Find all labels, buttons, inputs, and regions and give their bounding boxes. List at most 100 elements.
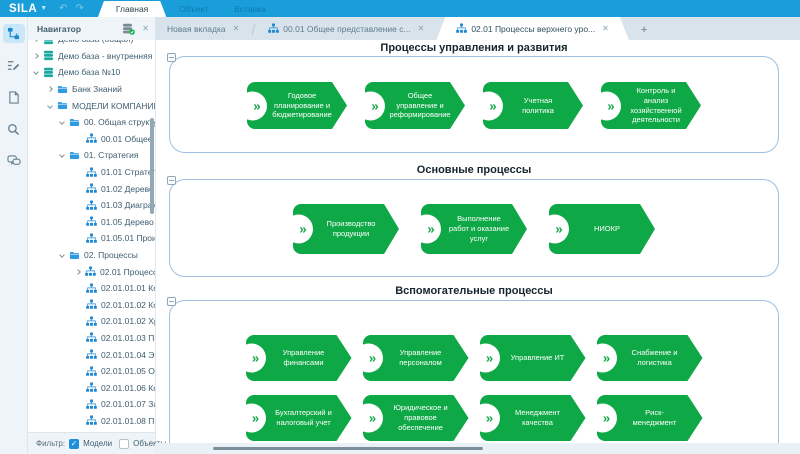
tree-item-folder[interactable]: МОДЕЛИ КОМПАНИИ <box>28 97 155 114</box>
process-block[interactable]: »Учетная политика <box>483 82 583 129</box>
new-tab-button[interactable]: + <box>640 24 648 36</box>
tree-item-folder[interactable]: 00. Общая структура <box>28 114 155 131</box>
canvas-hscrollbar-thumb[interactable] <box>213 447 483 450</box>
process-block[interactable]: »Управление персоналом <box>363 335 469 381</box>
db-icon <box>43 40 54 45</box>
tree-item-db[interactable]: Демо база (общая) <box>28 40 155 48</box>
process-group-container[interactable]: »Производство продукции »Выполнение работ… <box>167 176 779 277</box>
chevron-right-icon[interactable] <box>33 40 39 43</box>
chevron-down-icon[interactable] <box>59 152 65 159</box>
objects-icon[interactable] <box>3 56 25 75</box>
filter-checkbox-unchecked[interactable] <box>119 438 130 449</box>
chevron-right-icon[interactable] <box>75 268 81 275</box>
process-section: Основные процессы»Производство продукции… <box>167 164 800 277</box>
process-block[interactable]: »Выполнение работ и оказание услуг <box>421 204 527 254</box>
process-chevrons-icon: » <box>238 91 267 120</box>
tree-item-folder[interactable]: 01. Стратегия <box>28 147 155 164</box>
tree-item-folder[interactable]: 02. Процессы <box>28 247 155 264</box>
tree-item-folder[interactable]: Банк Знаний <box>28 81 155 98</box>
ribbon-tab-inactive[interactable]: Объект <box>179 4 209 14</box>
process-block[interactable]: »Риск-менеджмент <box>597 395 703 441</box>
navigator-scrollbar[interactable] <box>150 118 154 214</box>
tree-item-label: 01.01 Стратегия компании <box>101 167 155 178</box>
chevron-down-icon[interactable] <box>33 69 39 76</box>
chevron-down-icon[interactable] <box>59 252 65 258</box>
process-block-label: Годовое планирование и бюджетирование <box>272 90 332 120</box>
doc-tab[interactable]: Новая вкладка✕ <box>155 17 251 40</box>
tree-item-model[interactable]: 02.01.01.04 Экспорт <box>28 346 155 363</box>
process-block-label: Общее управление и реформирование <box>389 90 451 120</box>
tree-item-model[interactable]: 01.02 Дерево целей <box>28 180 155 197</box>
navigator-close-icon[interactable]: ✕ <box>142 24 149 33</box>
process-block[interactable]: »Бухгалтерский и налоговый учет <box>246 395 352 441</box>
ribbon-tab-active[interactable]: Главная <box>98 1 166 17</box>
doc-tab[interactable]: 02.01 Процессы верхнего уро...✕ <box>436 17 629 40</box>
comments-icon[interactable] <box>3 152 25 171</box>
app-menu[interactable]: SILA ▼ <box>0 0 51 17</box>
db-icon <box>43 67 54 78</box>
model-icon <box>86 167 97 178</box>
tree-item-label: 00. Общая структура <box>84 117 155 128</box>
process-block[interactable]: »Производство продукции <box>293 204 399 254</box>
process-block[interactable]: »Снабжение и логистика <box>597 335 703 381</box>
process-block[interactable]: »НИОКР <box>549 204 655 254</box>
process-block-label: Производство продукции <box>326 219 376 238</box>
document-icon[interactable] <box>3 88 25 107</box>
process-group-container[interactable]: »Управление финансами»Управление персона… <box>167 297 779 443</box>
tree-item-model[interactable]: 02.01.01.02 Комплек <box>28 297 155 314</box>
tree-item-model[interactable]: 02.01.01.08 Проведе <box>28 413 155 430</box>
process-row: »Производство продукции »Выполнение работ… <box>170 204 778 254</box>
process-block[interactable]: »Менеджмент качества <box>480 395 586 441</box>
tree-item-model[interactable]: 02.01.01.03 Приемка <box>28 330 155 347</box>
tree-item-label: 02.01.01.04 Экспорт <box>101 349 155 360</box>
tree-item-model[interactable]: 02.01.01.02 Хранени <box>28 313 155 330</box>
collapse-icon[interactable] <box>167 53 176 62</box>
tree-item-model[interactable]: 02.01 Процессы вер <box>28 263 155 280</box>
navigator-icon[interactable] <box>2 24 25 43</box>
tree-item-label: 01. Стратегия <box>84 150 139 161</box>
tree-item-model[interactable]: 02.01.01.07 Заключе <box>28 396 155 413</box>
tree-item-db[interactable]: Демо база - внутренняя <box>28 48 155 65</box>
tree-item-model[interactable]: 01.03 Диаграмма ок <box>28 197 155 214</box>
tree-item-model[interactable]: 02.01.01.01 Комплек <box>28 280 155 297</box>
close-icon[interactable]: ✕ <box>417 24 425 33</box>
process-block[interactable]: »Управление финансами <box>246 335 352 381</box>
process-block[interactable]: »Годовое планирование и бюджетирование <box>247 82 347 129</box>
undo-icon[interactable]: ↶ <box>59 2 68 14</box>
tree-item-label: 01.05 Дерево KPI ко <box>101 216 155 227</box>
chevron-down-icon[interactable] <box>59 119 65 126</box>
process-block-label: Риск-менеджмент <box>632 408 677 427</box>
tree-item-model[interactable]: 01.01 Стратегия компании <box>28 164 155 181</box>
navigator-header: Навигатор ✕ <box>28 17 155 40</box>
tree-item-model[interactable]: 01.05.01 Производи <box>28 230 155 247</box>
process-block[interactable]: »Общее управление и реформирование <box>365 82 465 129</box>
process-group-container[interactable]: »Годовое планирование и бюджетирование»О… <box>167 53 779 153</box>
tree-item-model[interactable]: 02.01.01.06 Контрол <box>28 379 155 396</box>
tree-item-db[interactable]: Демо база №10 <box>28 64 155 81</box>
process-block[interactable]: »Контроль и анализ хозяйственной деятель… <box>601 82 701 129</box>
document-tab-strip: Новая вкладка✕00.01 Общее представление … <box>155 17 800 40</box>
tree-item-model[interactable]: 02.01.01.05 Организ <box>28 363 155 380</box>
tree-item-model[interactable]: 00.01 Общее представление <box>28 131 155 148</box>
chevron-right-icon[interactable] <box>47 86 53 92</box>
canvas-hscrollbar[interactable] <box>155 443 800 454</box>
redo-icon[interactable]: ↷ <box>75 2 84 14</box>
close-icon[interactable]: ✕ <box>602 24 609 33</box>
collapse-icon[interactable] <box>167 176 176 185</box>
chevron-right-icon[interactable] <box>33 53 39 59</box>
process-block[interactable]: »Управление ИТ <box>480 335 586 381</box>
search-icon[interactable] <box>3 120 25 139</box>
diagram-canvas[interactable]: Процессы управления и развития»Годовое п… <box>155 40 800 443</box>
process-block[interactable]: »Юридическое и правовое обеспечение <box>363 395 469 441</box>
filter-checkbox-checked[interactable]: ✓ <box>69 438 80 449</box>
close-icon[interactable]: ✕ <box>232 24 240 33</box>
tree-item-label: 02.01.01.07 Заключе <box>101 399 155 410</box>
db-check-icon[interactable] <box>122 23 136 35</box>
process-block-label: Контроль и анализ хозяйственной деятельн… <box>630 86 682 125</box>
model-icon <box>86 200 97 211</box>
collapse-icon[interactable] <box>167 297 176 306</box>
tree-item-model[interactable]: 01.05 Дерево KPI ко <box>28 214 155 231</box>
chevron-down-icon[interactable] <box>47 102 53 109</box>
ribbon-tab-inactive[interactable]: Вставка <box>234 4 266 14</box>
doc-tab[interactable]: 00.01 Общее представление с...✕ <box>256 17 436 40</box>
